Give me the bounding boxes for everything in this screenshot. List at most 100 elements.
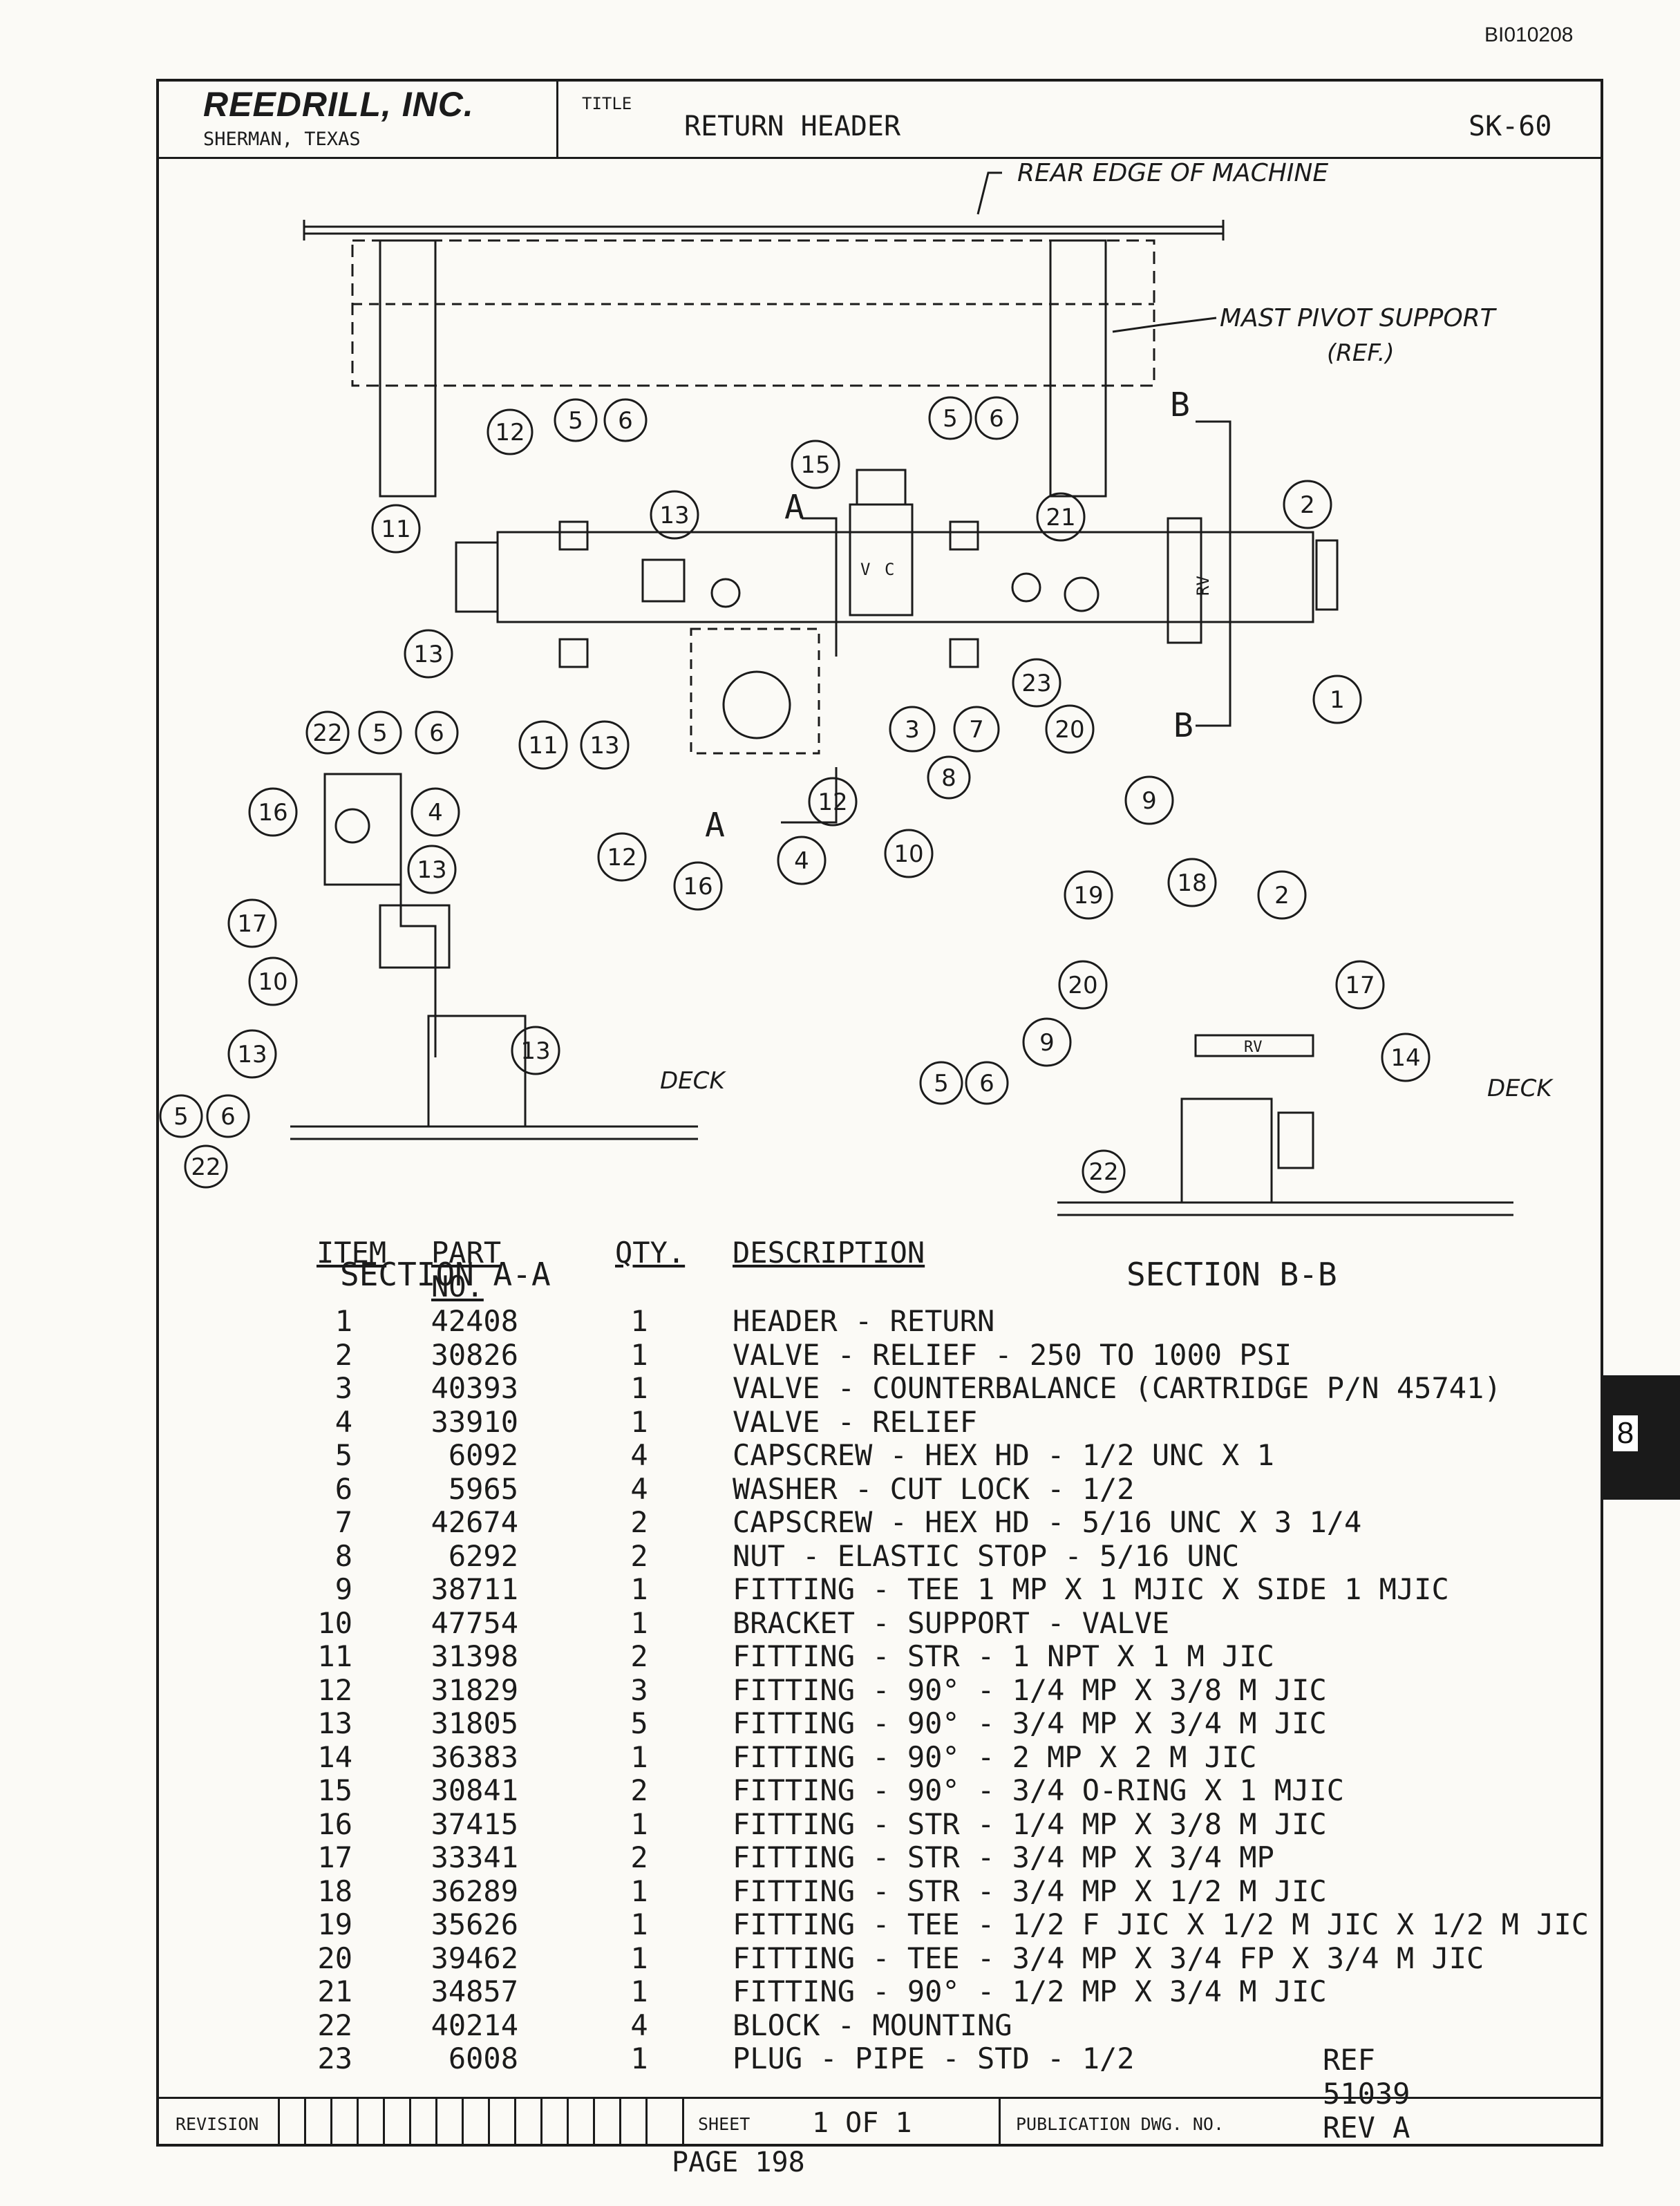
drawing-title: RETURN HEADER (684, 111, 901, 142)
part-description: FITTING - 90° - 1/4 MP X 3/8 M JIC (733, 1672, 1327, 1707)
svg-text:21: 21 (1046, 504, 1075, 531)
svg-text:11: 11 (381, 516, 410, 543)
revision-label: REVISION (176, 2114, 259, 2134)
note-deck-b: DECK (1487, 1075, 1554, 1102)
part-description: BRACKET - SUPPORT - VALVE (733, 1605, 1170, 1640)
sheet-code: SK-60 (1469, 111, 1552, 142)
svg-text:6: 6 (979, 1070, 994, 1097)
col-header-part: PART NO. (431, 1236, 502, 1303)
col-header-qty: QTY. (615, 1236, 686, 1270)
divider (999, 2099, 1001, 2147)
part-quantity: 2 (630, 1840, 648, 1874)
revision-cell (357, 2099, 383, 2147)
publication-dwg-label: PUBLICATION DWG. NO. (1016, 2114, 1225, 2134)
part-number: 39462 (431, 1941, 518, 1975)
svg-text:12: 12 (495, 419, 525, 446)
col-header-description: DESCRIPTION (733, 1236, 925, 1270)
part-number: 30841 (431, 1773, 518, 1807)
part-quantity: 1 (630, 2042, 648, 2075)
svg-text:4: 4 (428, 799, 443, 827)
svg-text:22: 22 (312, 719, 342, 747)
revision-cell (567, 2099, 593, 2147)
svg-text:6: 6 (429, 719, 444, 747)
section-marker-a-top: A (784, 488, 804, 527)
revision-cell (462, 2099, 488, 2147)
part-number: 36383 (431, 1740, 518, 1774)
revision-cell (383, 2099, 409, 2147)
part-quantity: 1 (630, 1605, 648, 1640)
svg-text:5: 5 (173, 1103, 189, 1131)
svg-text:20: 20 (1068, 972, 1097, 999)
svg-text:1: 1 (1330, 686, 1345, 714)
part-quantity: 1 (630, 1941, 648, 1975)
svg-text:6: 6 (989, 405, 1004, 433)
svg-text:12: 12 (818, 789, 847, 816)
svg-text:4: 4 (794, 847, 809, 875)
svg-text:6: 6 (618, 407, 633, 435)
part-item-number: 12 (317, 1672, 352, 1707)
section-marker-b-top: B (1170, 386, 1190, 424)
part-number: 33341 (431, 1840, 518, 1874)
part-description: CAPSCREW - HEX HD - 5/16 UNC X 3 1/4 (733, 1505, 1362, 1539)
part-item-number: 1 (334, 1304, 352, 1338)
part-number: 40214 (431, 2008, 518, 2042)
part-quantity: 1 (630, 1371, 648, 1405)
relief-valve-label: RV (1193, 576, 1213, 596)
svg-text:5: 5 (568, 407, 583, 435)
part-item-number: 7 (334, 1505, 352, 1539)
revision-cell (514, 2099, 540, 2147)
part-item-number: 15 (317, 1773, 352, 1807)
title-label: TITLE (582, 94, 632, 113)
part-quantity: 1 (630, 1337, 648, 1372)
svg-text:10: 10 (894, 840, 923, 868)
part-item-number: 14 (317, 1740, 352, 1774)
company-cell: REEDRILL, INC. SHERMAN, TEXAS (159, 82, 558, 157)
svg-text:15: 15 (800, 451, 830, 479)
revision-block: REVISION SHEET 1 OF 1 PUBLICATION DWG. N… (159, 2097, 1601, 2147)
part-description: WASHER - CUT LOCK - 1/2 (733, 1471, 1135, 1506)
revision-cell (645, 2099, 672, 2147)
part-number: 38711 (431, 1572, 518, 1606)
part-item-number: 23 (317, 2042, 352, 2075)
svg-text:17: 17 (237, 910, 267, 938)
col-header-item: ITEM (317, 1236, 387, 1270)
part-quantity: 4 (630, 1471, 648, 1506)
part-number: 30826 (431, 1337, 518, 1372)
part-quantity: 4 (630, 1438, 648, 1472)
part-item-number: 2 (334, 1337, 352, 1372)
svg-text:5: 5 (943, 405, 958, 433)
reference-note: REF 51039 REV A (1323, 2043, 1410, 2144)
part-description: FITTING - 90° - 2 MP X 2 M JIC (733, 1740, 1257, 1774)
sheet-value: 1 OF 1 (812, 2107, 912, 2139)
revision-cell (304, 2099, 330, 2147)
part-quantity: 2 (630, 1538, 648, 1573)
part-description: HEADER - RETURN (733, 1304, 995, 1338)
part-item-number: 18 (317, 1874, 352, 1908)
part-description: BLOCK - MOUNTING (733, 2008, 1012, 2042)
revision-cell (593, 2099, 619, 2147)
part-number: 42674 (431, 1505, 518, 1539)
part-item-number: 3 (334, 1371, 352, 1405)
part-description: VALVE - COUNTERBALANCE (CARTRIDGE P/N 45… (733, 1371, 1502, 1405)
relief-valve-label-b: RV (1244, 1039, 1263, 1056)
part-item-number: 17 (317, 1840, 352, 1874)
svg-text:13: 13 (237, 1041, 267, 1068)
part-description: NUT - ELASTIC STOP - 5/16 UNC (733, 1538, 1240, 1573)
svg-text:13: 13 (413, 641, 443, 668)
part-number: 35626 (431, 1907, 518, 1941)
part-item-number: 16 (317, 1807, 352, 1841)
part-quantity: 2 (630, 1773, 648, 1807)
sheet-label: SHEET (698, 2114, 751, 2134)
svg-text:14: 14 (1390, 1044, 1420, 1072)
svg-text:2: 2 (1300, 491, 1315, 519)
valve-label-v: V (860, 560, 870, 579)
revision-cell (619, 2099, 645, 2147)
part-item-number: 5 (334, 1438, 352, 1472)
part-number: 6092 (448, 1438, 518, 1472)
svg-text:13: 13 (659, 502, 689, 529)
part-item-number: 11 (317, 1639, 352, 1673)
svg-text:5: 5 (934, 1070, 949, 1097)
part-description: FITTING - TEE - 1/2 F JIC X 1/2 M JIC X … (733, 1907, 1589, 1941)
